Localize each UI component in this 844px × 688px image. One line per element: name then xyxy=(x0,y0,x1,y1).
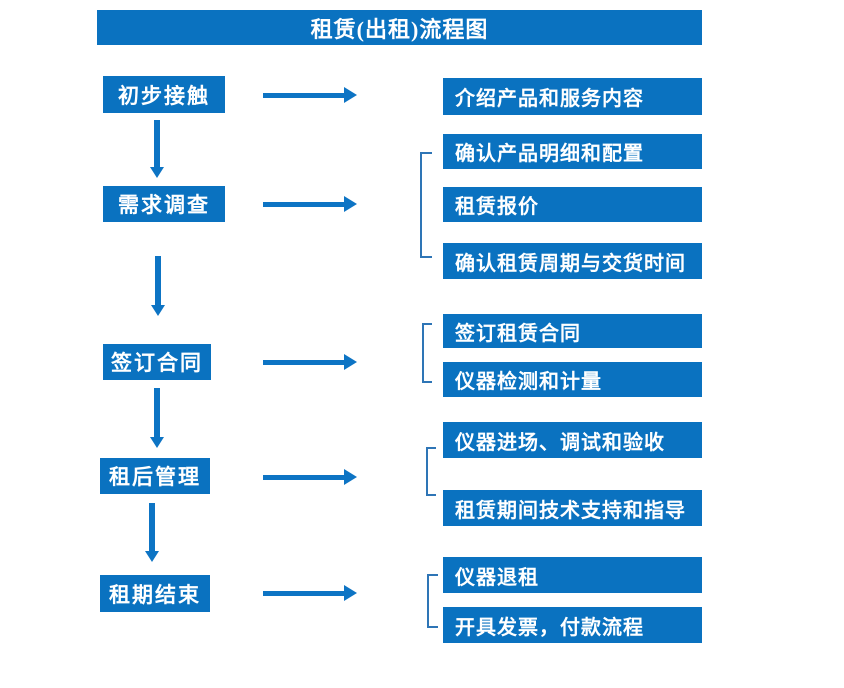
output-box-sign-rental-contract: 签订租赁合同 xyxy=(443,314,702,348)
output-box-confirm-details: 确认产品明细和配置 xyxy=(443,134,702,169)
step-box-rental-end: 租期结束 xyxy=(100,575,210,612)
step-box-post-rental-management: 租后管理 xyxy=(100,458,210,494)
output-box-rental-quote: 租赁报价 xyxy=(443,187,702,222)
arrow-shaft xyxy=(263,93,344,98)
output-box-confirm-period-delivery: 确认租赁周期与交货时间 xyxy=(443,243,702,279)
output-box-introduce-products: 介绍产品和服务内容 xyxy=(443,78,702,115)
arrow-down-icon xyxy=(145,503,159,562)
step-box-initial-contact: 初步接触 xyxy=(103,76,225,113)
arrow-head xyxy=(344,585,357,601)
arrow-shaft xyxy=(263,591,344,596)
arrow-shaft xyxy=(155,256,161,305)
arrow-down-icon xyxy=(150,388,164,448)
arrow-right-icon xyxy=(263,469,357,485)
group-bracket-demand-survey xyxy=(420,152,432,258)
arrow-right-icon xyxy=(263,196,357,212)
arrow-head xyxy=(151,305,165,316)
arrow-shaft xyxy=(154,120,160,167)
arrow-right-icon xyxy=(263,354,357,370)
arrow-head xyxy=(344,196,357,212)
group-bracket-sign-contract xyxy=(422,323,432,383)
arrow-head xyxy=(150,437,164,448)
arrow-head xyxy=(344,354,357,370)
arrow-right-icon xyxy=(263,585,357,601)
arrow-shaft xyxy=(263,202,344,207)
arrow-shaft xyxy=(149,503,155,551)
flowchart-title: 租赁(出租)流程图 xyxy=(97,10,702,45)
output-box-instrument-testing: 仪器检测和计量 xyxy=(443,362,702,397)
step-box-demand-survey: 需求调查 xyxy=(103,186,225,222)
group-bracket-rental-end xyxy=(427,574,438,628)
arrow-down-icon xyxy=(150,120,164,178)
output-box-instrument-setup-acceptance: 仪器进场、调试和验收 xyxy=(443,422,702,458)
arrow-down-icon xyxy=(151,256,165,316)
step-box-sign-contract: 签订合同 xyxy=(103,344,211,380)
arrow-right-icon xyxy=(263,87,357,103)
arrow-shaft xyxy=(263,360,344,365)
output-box-invoice-payment: 开具发票，付款流程 xyxy=(443,607,702,643)
arrow-head xyxy=(150,167,164,178)
output-box-technical-support: 租赁期间技术支持和指导 xyxy=(443,490,702,526)
arrow-head xyxy=(344,469,357,485)
arrow-head xyxy=(344,87,357,103)
output-box-instrument-return: 仪器退租 xyxy=(443,557,702,593)
arrow-shaft xyxy=(263,475,344,480)
arrow-head xyxy=(145,551,159,562)
arrow-shaft xyxy=(154,388,160,437)
group-bracket-post-rental xyxy=(426,447,436,496)
